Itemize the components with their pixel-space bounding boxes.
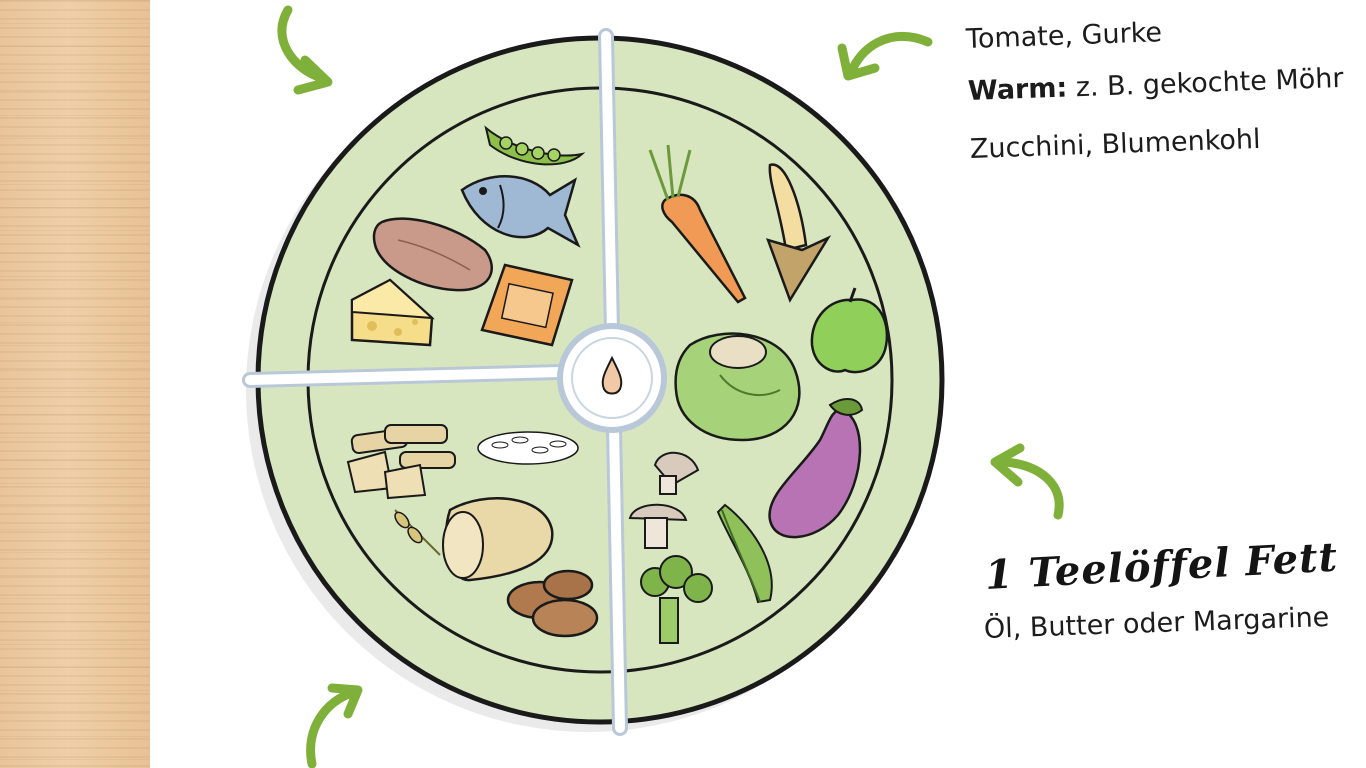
fish-icon (460, 175, 581, 248)
curved-arrow-icon (277, 5, 333, 95)
meat-icon (372, 217, 493, 292)
warm-label: Warm: (967, 72, 1068, 107)
eggplant-icon (768, 398, 864, 539)
carrot-icon (648, 144, 747, 304)
apple-icon (810, 287, 889, 374)
potatoes-icon (506, 569, 599, 638)
cabbage-icon (674, 332, 801, 442)
cheese-icon (350, 278, 435, 347)
peas-icon (484, 125, 586, 166)
tofu-icon (480, 263, 574, 347)
curved-arrow-icon (837, 32, 933, 81)
broccoli-icon (640, 555, 713, 644)
bread-icon (442, 497, 554, 582)
wooden-table-background (0, 0, 150, 768)
oil-drop-icon (601, 355, 623, 395)
arugula-icon (716, 503, 773, 604)
pasta-icon (346, 424, 456, 500)
rice-icon (477, 431, 579, 465)
plate-dividers (242, 28, 628, 736)
mushrooms-icon (628, 451, 700, 549)
curved-arrow-icon (306, 683, 363, 768)
curved-arrow-icon (990, 443, 1064, 520)
grain-icon (394, 509, 441, 556)
banana-icon (765, 163, 832, 303)
